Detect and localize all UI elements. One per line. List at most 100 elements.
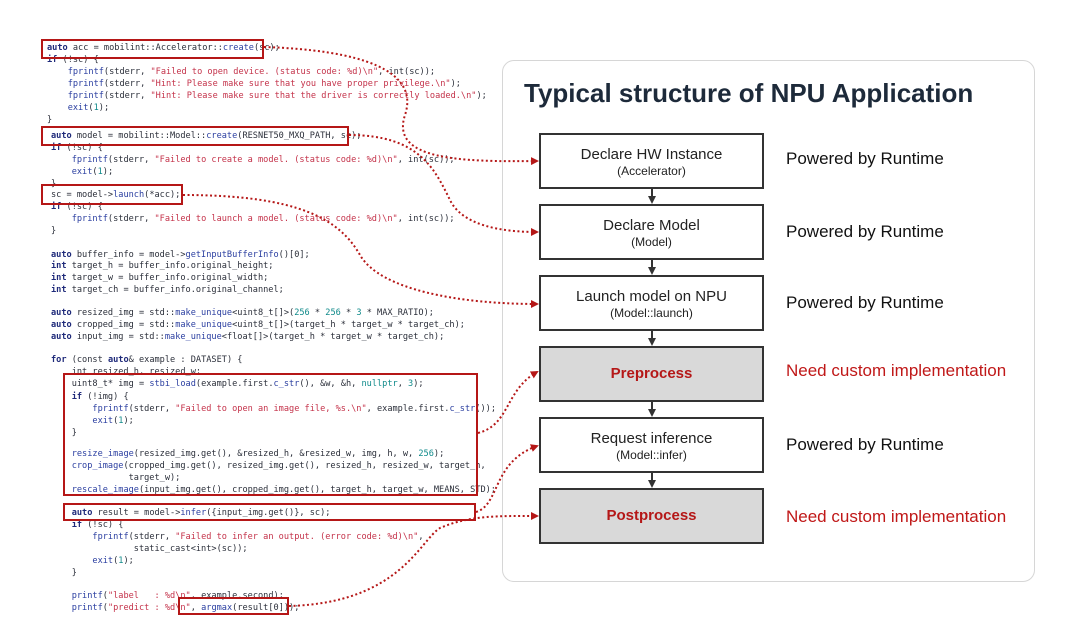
code-token: target_w); xyxy=(51,473,181,483)
step-status: Need custom implementation xyxy=(786,507,1007,526)
code-token: 256 xyxy=(418,449,434,459)
code-token: } xyxy=(51,568,77,578)
code-line: exit(1); xyxy=(51,556,133,567)
step-label: Declare HW Instance xyxy=(580,146,723,163)
step-declare-model: Declare Model (Model) xyxy=(539,204,764,260)
code-line: if (!sc) { xyxy=(51,143,103,154)
step-request-inference: Request inference (Model::infer) xyxy=(539,417,764,473)
code-token: * xyxy=(340,308,357,318)
link-model xyxy=(348,134,539,236)
code-token: crop_image xyxy=(71,461,124,471)
code-token: auto xyxy=(51,320,72,330)
code-token: (stderr, xyxy=(103,91,151,101)
code-line: auto input_img = std::make_unique<float[… xyxy=(51,332,444,343)
code-token: & example : DATASET) { xyxy=(128,355,243,365)
code-token: (stderr, xyxy=(103,79,151,89)
code-line: fprintf(stderr, "Hint: Please make sure … xyxy=(47,91,487,102)
code-token: resize_image xyxy=(71,449,134,459)
code-line: rescale_image(input_img.get(), cropped_i… xyxy=(51,485,496,496)
step-label: Declare Model xyxy=(603,217,700,234)
code-token: 1 xyxy=(97,167,103,177)
code-token: } xyxy=(51,226,57,236)
code-token: } xyxy=(51,428,77,438)
step-status: Powered by Runtime xyxy=(786,149,944,168)
code-token: , example.first. xyxy=(366,404,450,414)
code-token: ( xyxy=(88,103,94,113)
code-line: exit(1); xyxy=(51,167,113,178)
code-token: sc = model-> xyxy=(51,190,114,200)
code-token: <float[]>(target_h * target_w * target_c… xyxy=(221,332,445,342)
code-line: exit(1); xyxy=(47,103,109,114)
code-line: int target_ch = buffer_info.original_cha… xyxy=(51,285,284,296)
code-line: } xyxy=(51,226,56,237)
code-token: (stderr, xyxy=(128,404,176,414)
code-token: } xyxy=(47,115,53,125)
code-token: make_unique xyxy=(164,332,222,342)
code-highlight-infer xyxy=(63,503,476,521)
code-token: make_unique xyxy=(175,308,233,318)
code-token: (input_img.get(), cropped_img.get(), tar… xyxy=(138,485,496,495)
step-preprocess: Preprocess xyxy=(539,346,764,402)
code-token: ({input_img.get()}, sc); xyxy=(206,508,331,518)
code-token: cropped_img = std:: xyxy=(71,320,176,330)
code-token: ); xyxy=(433,449,445,459)
code-highlight-model-create xyxy=(41,126,349,146)
code-token: if xyxy=(47,55,58,65)
code-token: fprintf xyxy=(67,67,104,77)
code-token: (!img) { xyxy=(82,392,129,402)
code-token: , int(sc)); xyxy=(378,67,436,77)
code-token: "Failed to open device. (status code: %d… xyxy=(150,67,379,77)
code-token: ( xyxy=(102,603,108,613)
code-line: auto buffer_info = model->getInputBuffer… xyxy=(51,250,310,261)
code-token: resized_img = std:: xyxy=(71,308,176,318)
code-token: input_img = std:: xyxy=(71,332,165,342)
code-token: <uint8_t[]>(target_h * target_w * target… xyxy=(232,320,465,330)
link-infer xyxy=(475,444,539,513)
code-token: (example.first. xyxy=(195,379,274,389)
code-token: (!sc) { xyxy=(82,520,124,530)
step-label: Preprocess xyxy=(610,365,693,382)
step-label: Launch model on NPU xyxy=(576,288,727,305)
code-token: for xyxy=(51,355,67,365)
code-token: , int(sc)); xyxy=(397,155,455,165)
code-token: , example.second); xyxy=(190,591,284,601)
code-highlight-launch xyxy=(41,184,183,205)
code-token: (stderr, xyxy=(128,532,176,542)
step-status: Powered by Runtime xyxy=(786,293,944,312)
code-token: auto xyxy=(51,250,72,260)
step-status: Powered by Runtime xyxy=(786,435,944,454)
code-line: if (!sc) { xyxy=(47,55,99,66)
code-token: rescale_image xyxy=(71,485,139,495)
code-token: "label : %d\n" xyxy=(107,591,191,601)
step-sub: (Accelerator) xyxy=(617,164,686,178)
code-token: c_str xyxy=(449,404,476,414)
code-token: (result[0])); xyxy=(232,603,300,613)
step-label: Postprocess xyxy=(606,507,697,524)
code-line: fprintf(stderr, "Failed to launch a mode… xyxy=(51,214,455,225)
code-line: auto model = mobilint::Model::create(RES… xyxy=(51,131,361,142)
code-token: , xyxy=(418,532,424,542)
code-token: stbi_load xyxy=(149,379,196,389)
code-line: sc = model->launch(*acc); xyxy=(51,190,180,201)
code-line: uint8_t* img = stbi_load(example.first.c… xyxy=(51,379,424,390)
code-token: (stderr, xyxy=(107,214,155,224)
code-token: printf xyxy=(71,603,103,613)
code-token: 1 xyxy=(118,416,124,426)
code-token: model = mobilint::Model:: xyxy=(71,131,207,141)
step-label: Request inference xyxy=(590,430,713,447)
code-token: (stderr, xyxy=(103,67,151,77)
code-token: auto xyxy=(107,355,129,365)
code-token: int xyxy=(51,285,67,295)
code-token: 256 xyxy=(294,308,310,318)
code-token: auto xyxy=(47,43,68,53)
code-line: } xyxy=(51,568,77,579)
code-token: acc = mobilint::Accelerator:: xyxy=(67,43,223,53)
code-token: "Failed to launch a model. (status code:… xyxy=(154,214,398,224)
code-token: auto xyxy=(51,332,72,342)
step-sub: (Model::infer) xyxy=(616,448,687,462)
code-token: <uint8_t[]>( xyxy=(232,308,295,318)
link-preprocess xyxy=(477,371,539,434)
code-token: ( xyxy=(92,167,98,177)
code-token: exit xyxy=(67,103,89,113)
